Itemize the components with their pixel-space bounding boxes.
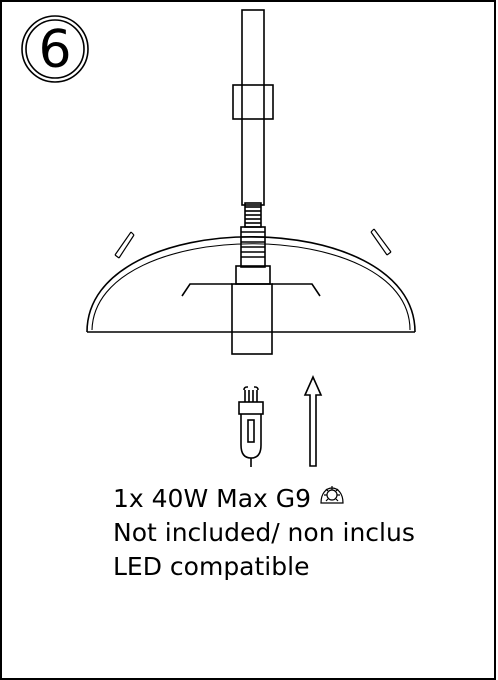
step-badge-inner-ring — [25, 19, 85, 79]
rod-icon — [232, 9, 274, 206]
insert-up-arrow-icon — [303, 375, 323, 467]
bulb-included-line: Not included/ non inclus — [113, 518, 415, 547]
threaded-coupler-drawing — [235, 202, 271, 285]
led-compatible-line: LED compatible — [113, 552, 310, 581]
light-bulb-symbol-icon — [320, 486, 344, 504]
lamp-shade-drawing — [86, 228, 416, 333]
bulb-info-text: 1x 40W Max G9 Not included/ non inclus L… — [113, 482, 415, 584]
step-badge-outer-ring — [21, 15, 89, 83]
mounting-flange-drawing — [181, 283, 321, 297]
bulb-spec-line: 1x 40W Max G9 — [113, 484, 312, 513]
socket-drawing — [231, 283, 273, 355]
g9-bulb-icon — [238, 386, 264, 467]
step-number: 6 — [38, 20, 72, 80]
